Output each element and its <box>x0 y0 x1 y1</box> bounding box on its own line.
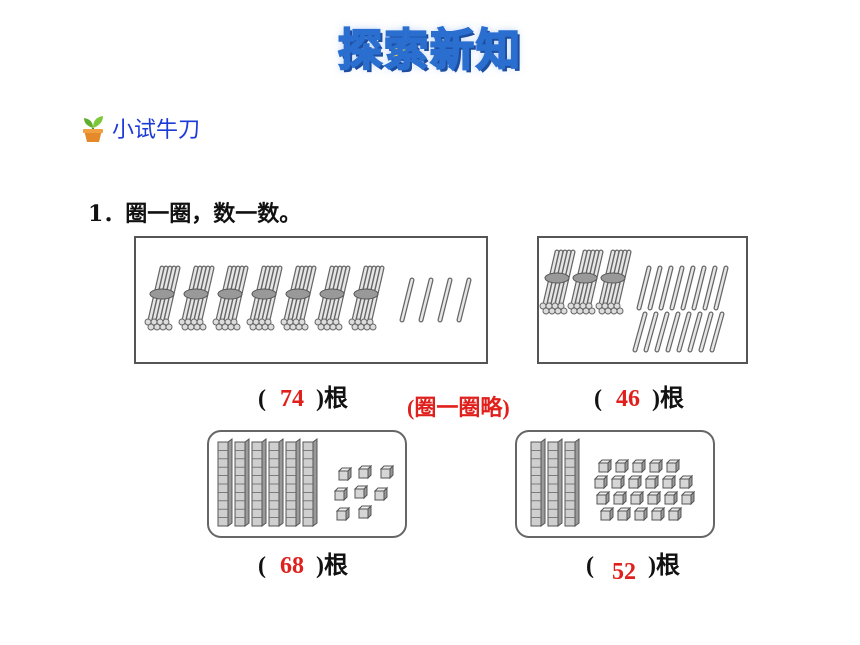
unit-cube <box>373 486 389 502</box>
ten-rod <box>285 438 301 527</box>
single-stick <box>676 311 692 353</box>
ten-rod <box>302 438 318 527</box>
single-stick <box>437 277 453 323</box>
unit-cube <box>610 474 626 490</box>
unit-cube <box>593 474 609 490</box>
blocks-box-b <box>515 430 715 538</box>
single-stick <box>418 277 434 323</box>
single-stick <box>669 265 685 311</box>
answer-a: (74)根 <box>258 386 348 412</box>
unit-cube <box>680 490 696 506</box>
blocks-figure-b <box>530 438 696 527</box>
blocks-figure-a <box>217 438 395 527</box>
unit-cube <box>665 458 681 474</box>
unit-cube <box>335 506 351 522</box>
unit-cube <box>333 486 349 502</box>
unit-cube <box>614 458 630 474</box>
single-stick <box>713 265 729 311</box>
stick-bundle <box>595 249 632 315</box>
stick-bundle <box>314 265 351 331</box>
sticks-figure-b <box>539 249 729 353</box>
ten-rod <box>234 438 250 527</box>
single-stick <box>665 311 681 353</box>
unit-cube <box>631 458 647 474</box>
unit-cube <box>644 474 660 490</box>
stick-bundle <box>567 249 604 315</box>
page-title: 探索新知 <box>337 24 522 77</box>
unit-cube <box>597 458 613 474</box>
single-stick <box>702 265 718 311</box>
unit-cube <box>599 506 615 522</box>
ten-rod <box>564 438 580 527</box>
answer-d: (52)根 <box>586 553 680 585</box>
sticks-box-a <box>134 236 488 364</box>
question-text: 1．圈一圈，数一数。 <box>88 201 302 227</box>
unit-cube <box>629 490 645 506</box>
single-stick <box>698 311 714 353</box>
unit-cube <box>595 490 611 506</box>
unit-cube <box>667 506 683 522</box>
unit-cube <box>357 504 373 520</box>
unit-cube <box>648 458 664 474</box>
unit-cube <box>633 506 649 522</box>
single-stick <box>647 265 663 311</box>
ten-rod <box>251 438 267 527</box>
circle-note: (圈一圈略) <box>407 395 510 420</box>
answer-b: (46)根 <box>594 386 684 412</box>
unit-cube <box>627 474 643 490</box>
unit-cube <box>379 464 395 480</box>
single-stick <box>658 265 674 311</box>
stick-bundle <box>246 265 283 331</box>
unit-cube <box>678 474 694 490</box>
section-heading: 小试牛刀 <box>78 112 200 144</box>
unit-cube <box>357 464 373 480</box>
ten-rod <box>547 438 563 527</box>
single-stick <box>632 311 648 353</box>
stick-bundle <box>178 265 215 331</box>
unit-cube <box>661 474 677 490</box>
blocks-box-a <box>207 430 407 538</box>
unit-cube <box>650 506 666 522</box>
single-stick <box>654 311 670 353</box>
unit-cube <box>616 506 632 522</box>
single-stick <box>680 265 696 311</box>
answer-c-value: 68 <box>280 553 304 579</box>
unit-cube <box>612 490 628 506</box>
unit-cube <box>353 484 369 500</box>
section-label: 小试牛刀 <box>112 118 201 143</box>
single-stick <box>399 277 415 323</box>
sticks-box-b <box>537 236 748 364</box>
stick-bundle <box>144 265 181 331</box>
stick-bundle <box>280 265 317 331</box>
single-stick <box>643 311 659 353</box>
stick-bundle <box>348 265 385 331</box>
unit-cube <box>337 466 353 482</box>
single-stick <box>687 311 703 353</box>
ten-rod <box>530 438 546 527</box>
answer-b-value: 46 <box>616 386 640 412</box>
ten-rod <box>217 438 233 527</box>
answer-d-value: 52 <box>612 559 636 585</box>
answer-a-value: 74 <box>280 386 304 412</box>
answer-c: (68)根 <box>258 553 348 579</box>
single-stick <box>636 265 652 311</box>
single-stick <box>456 277 472 323</box>
stick-bundle <box>539 249 576 315</box>
ten-rod <box>268 438 284 527</box>
unit-cube <box>646 490 662 506</box>
sprout-pot-icon <box>83 116 103 142</box>
unit-cube <box>663 490 679 506</box>
stick-bundle <box>212 265 249 331</box>
single-stick <box>709 311 725 353</box>
sticks-figure-a <box>144 265 472 331</box>
single-stick <box>691 265 707 311</box>
